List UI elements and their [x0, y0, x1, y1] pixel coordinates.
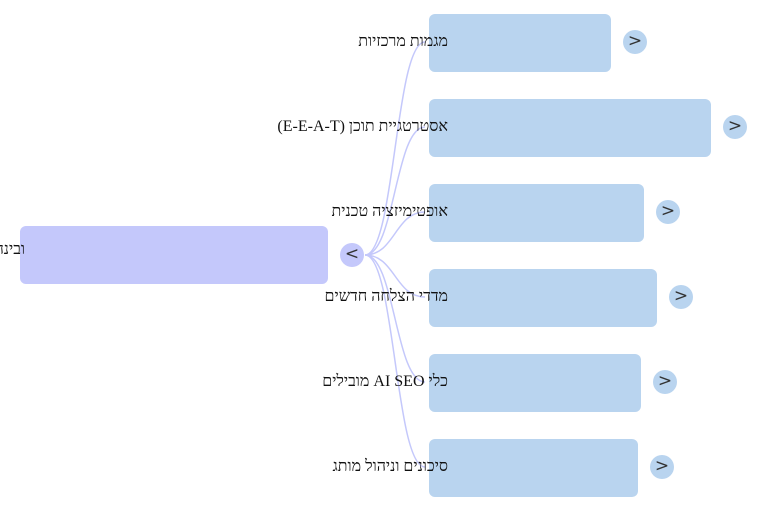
branch-node-ai-seo-tools[interactable] — [429, 354, 641, 412]
branch-node-label: כלי AI SEO מובילים — [322, 373, 448, 390]
connector-line — [364, 41, 426, 256]
branch-node-label: מגמות מרכזיות — [358, 33, 448, 50]
branch-node-content-strategy[interactable] — [429, 99, 711, 157]
root-collapse-toggle[interactable]: < — [340, 243, 364, 267]
expand-toggle[interactable]: > — [723, 115, 747, 139]
root-node[interactable] — [20, 226, 328, 284]
branch-node-label: אופטימיזציה טכנית — [331, 203, 449, 220]
branch-node-technical-optimization[interactable] — [429, 184, 644, 242]
expand-toggle[interactable]: > — [653, 370, 677, 394]
branch-node-label: סיכונים וניהול מותג — [332, 458, 448, 475]
connector-line — [364, 254, 426, 383]
branch-node-success-metrics[interactable] — [429, 269, 657, 327]
connector-line — [364, 254, 426, 298]
connector-line — [364, 254, 426, 468]
branch-node-key-trends[interactable] — [429, 14, 611, 72]
expand-toggle[interactable]: > — [623, 30, 647, 54]
root-node-label: ובינה — [0, 241, 25, 258]
expand-toggle[interactable]: > — [656, 200, 680, 224]
branch-node-label: מדדי הצלחה חדשים — [324, 288, 448, 305]
expand-toggle[interactable]: > — [669, 285, 693, 309]
connector-line — [364, 126, 426, 256]
expand-toggle[interactable]: > — [650, 455, 674, 479]
branch-node-label: אסטרטגיית תוכן (E-E-A-T) — [277, 118, 448, 135]
connector-line — [364, 211, 426, 256]
branch-node-risks-brand[interactable] — [429, 439, 638, 497]
